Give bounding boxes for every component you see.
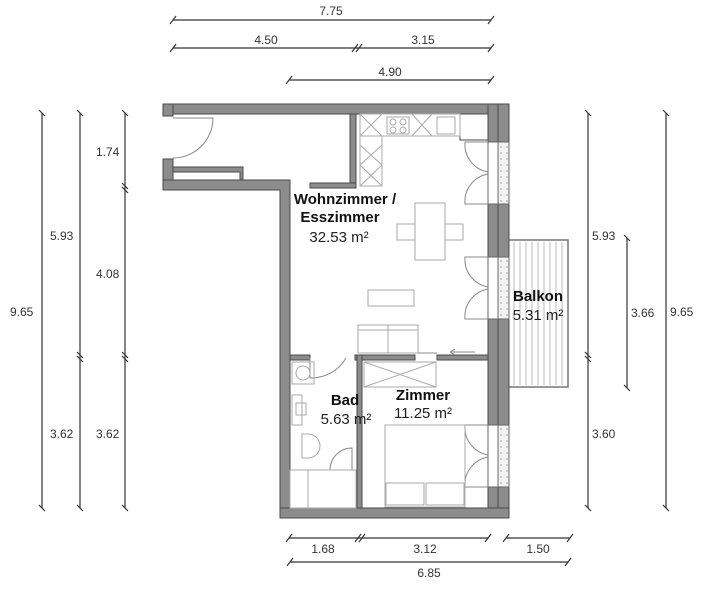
room-balcony-area: 5.31 m² bbox=[513, 307, 564, 324]
room-bedroom-name: Zimmer bbox=[396, 387, 450, 404]
room-living-name-line1: Wohnzimmer / bbox=[294, 191, 397, 208]
right-dimensions bbox=[584, 109, 670, 512]
dim-main-width-top: 4.90 bbox=[378, 65, 402, 79]
room-bedroom-area: 11.25 m² bbox=[394, 405, 452, 422]
room-bedroom: Zimmer 11.25 m² bbox=[394, 387, 452, 422]
balcony bbox=[507, 239, 569, 388]
dim-lower-inner-left: 3.62 bbox=[96, 427, 120, 441]
room-bath-name: Bad bbox=[331, 392, 359, 409]
room-living-area: 32.53 m² bbox=[309, 229, 368, 246]
dim-bath-bottom: 1.68 bbox=[311, 542, 335, 556]
dim-room-bottom: 3.12 bbox=[413, 542, 437, 556]
bottom-dimensions bbox=[285, 533, 574, 567]
walls bbox=[162, 103, 510, 519]
furniture bbox=[289, 113, 466, 509]
dim-lower-outer-left: 3.62 bbox=[50, 427, 74, 441]
dim-total-height-right: 9.65 bbox=[670, 305, 694, 319]
dim-total-width-top: 7.75 bbox=[319, 4, 343, 18]
room-bath: Bad 5.63 m² bbox=[321, 392, 372, 428]
doors bbox=[172, 117, 489, 488]
room-balcony-name: Balkon bbox=[513, 288, 563, 305]
left-dimensions bbox=[38, 109, 129, 512]
dim-lower-right: 3.60 bbox=[592, 427, 616, 441]
dim-entry-left: 1.74 bbox=[96, 145, 120, 159]
room-bath-area: 5.63 m² bbox=[321, 411, 372, 428]
dim-total-width-bottom: 6.85 bbox=[417, 566, 441, 580]
room-balcony: Balkon 5.31 m² bbox=[513, 288, 564, 324]
top-dimensions bbox=[169, 15, 495, 85]
dim-upper-right: 5.93 bbox=[592, 229, 616, 243]
dim-middle-left: 4.08 bbox=[96, 267, 120, 281]
dim-upper-outer-left: 5.93 bbox=[50, 229, 74, 243]
dim-total-height-left: 9.65 bbox=[10, 305, 34, 319]
room-living: Wohnzimmer / Esszimmer 32.53 m² bbox=[294, 191, 397, 246]
windows bbox=[487, 141, 510, 488]
dim-left-segment-top: 4.50 bbox=[254, 33, 278, 47]
dim-balcony-bottom: 1.50 bbox=[526, 542, 550, 556]
dim-balcony-right: 3.66 bbox=[631, 306, 655, 320]
dim-right-segment-top: 3.15 bbox=[411, 33, 435, 47]
room-living-name-line2: Esszimmer bbox=[300, 209, 379, 226]
